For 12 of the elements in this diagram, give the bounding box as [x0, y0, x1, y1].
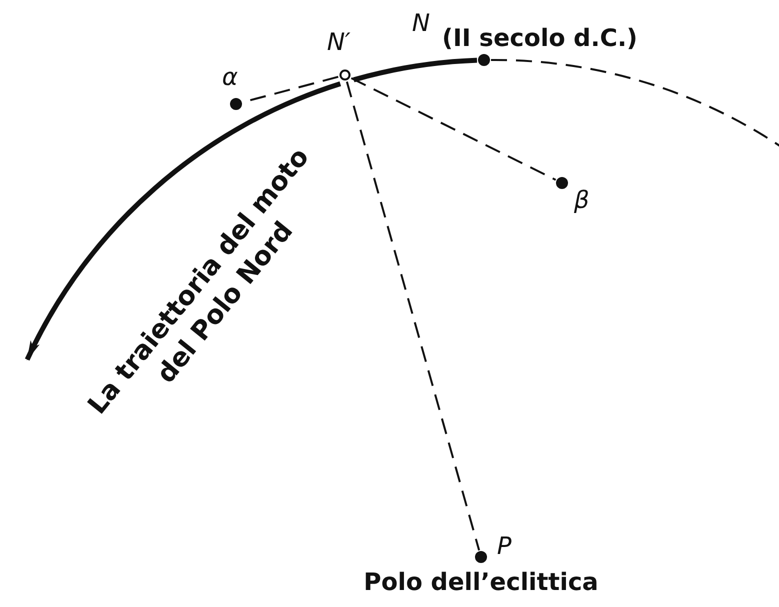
- point-letter: α: [222, 64, 238, 90]
- trajectory-arc: [353, 58, 478, 82]
- connector-line: [346, 81, 480, 551]
- point-letter: β: [574, 187, 590, 213]
- point-letter: N′: [327, 29, 350, 55]
- trajectory-arc: [490, 59, 779, 148]
- point-letter: N: [412, 10, 430, 36]
- point-caption: Polo dell’eclittica: [364, 568, 598, 596]
- trajectory-arc: [25, 81, 342, 361]
- point-caption: (II secolo d.C.): [442, 24, 638, 52]
- point-letter: P: [497, 533, 512, 559]
- connector-line: [350, 77, 556, 181]
